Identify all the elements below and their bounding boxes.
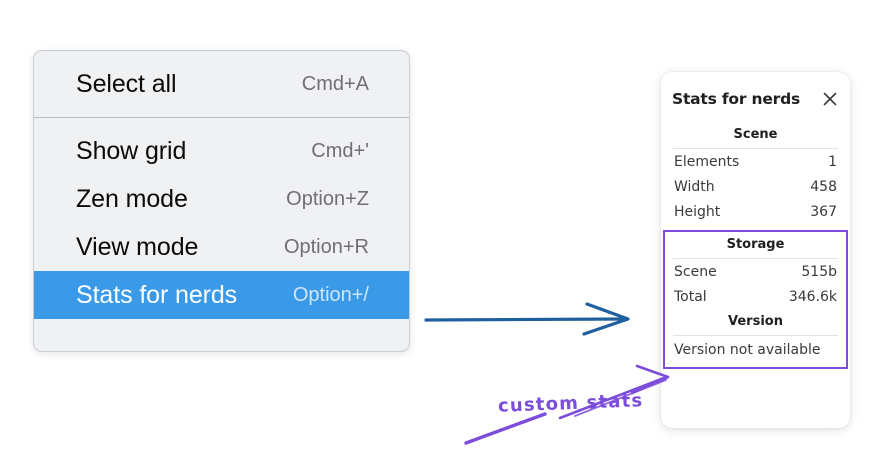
menu-divider	[34, 117, 409, 118]
stat-row: Total 346.6k	[672, 284, 839, 309]
menu-item-label: Zen mode	[76, 184, 188, 213]
version-section-header: Version	[728, 314, 783, 329]
storage-section: Storage Scene 515b Total 346.6k	[672, 232, 839, 309]
menu-item-show-grid[interactable]: Show grid Cmd+'	[34, 127, 409, 175]
custom-stats-highlight-group: Storage Scene 515b Total 346.6k Version …	[663, 230, 848, 369]
stat-key: Scene	[674, 263, 717, 280]
stat-value: 458	[810, 178, 837, 195]
stat-key: Elements	[674, 153, 740, 170]
menu-item-label: View mode	[76, 232, 199, 261]
stat-row: Elements 1	[672, 149, 839, 174]
menu-item-view-mode[interactable]: View mode Option+R	[34, 223, 409, 271]
stat-value: 1	[828, 153, 837, 170]
menu-item-label: Show grid	[76, 136, 187, 165]
menu-group-1: Select all Cmd+A	[34, 51, 409, 117]
panel-title: Stats for nerds	[672, 90, 801, 108]
menu-item-shortcut: Option+/	[292, 283, 369, 306]
close-icon[interactable]	[821, 90, 839, 108]
stat-key: Width	[674, 178, 715, 195]
menu-item-shortcut: Option+R	[283, 235, 369, 258]
menu-item-zen-mode[interactable]: Zen mode Option+Z	[34, 175, 409, 223]
stat-key: Height	[674, 203, 721, 220]
stat-key: Total	[674, 288, 707, 305]
stat-row: Height 367	[672, 199, 839, 224]
panel-titlebar: Stats for nerds	[672, 72, 839, 122]
version-value: Version not available	[674, 341, 821, 358]
menu-item-select-all[interactable]: Select all Cmd+A	[34, 60, 409, 108]
scene-section: Scene Elements 1 Width 458 Height 367	[672, 122, 839, 224]
menu-item-shortcut: Option+Z	[286, 187, 369, 210]
menu-item-label: Stats for nerds	[76, 280, 238, 309]
section-rule	[673, 258, 838, 259]
context-menu: Select all Cmd+A Show grid Cmd+' Zen mod…	[33, 50, 410, 352]
menu-item-shortcut: Cmd+A	[301, 72, 369, 95]
menu-item-label: Select all	[76, 69, 177, 98]
section-rule	[673, 148, 838, 149]
stat-row: Width 458	[672, 174, 839, 199]
scene-section-header: Scene	[733, 127, 778, 142]
menu-group-2: Show grid Cmd+' Zen mode Option+Z View m…	[34, 118, 409, 328]
section-rule	[673, 335, 838, 336]
stat-value: 367	[810, 203, 837, 220]
menu-item-stats-for-nerds[interactable]: Stats for nerds Option+/	[34, 271, 409, 319]
menu-item-shortcut: Cmd+'	[311, 139, 369, 162]
storage-section-header: Storage	[726, 237, 785, 252]
stat-value: 346.6k	[788, 288, 837, 305]
version-section: Version Version not available	[672, 309, 839, 363]
stats-for-nerds-panel: Stats for nerds Scene Elements 1 Width 4…	[661, 72, 850, 428]
custom-stats-annotation-label: custom stats	[497, 390, 644, 417]
stat-value: 515b	[801, 263, 837, 280]
blue-connector-arrow	[424, 302, 630, 336]
stat-row: Scene 515b	[672, 259, 839, 284]
menu-bottom-padding	[34, 328, 409, 342]
